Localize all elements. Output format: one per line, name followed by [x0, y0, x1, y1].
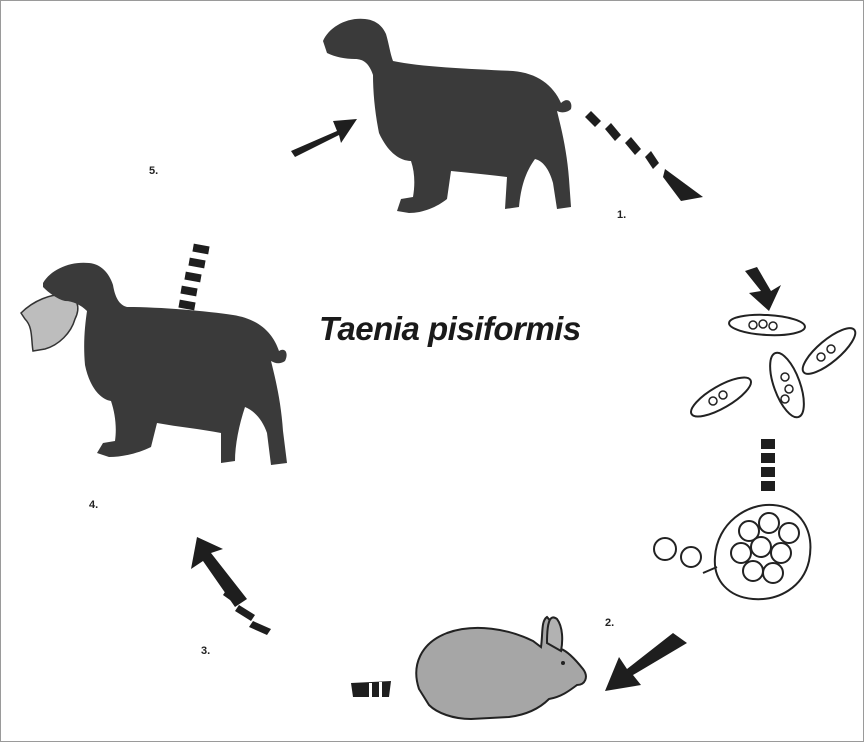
- step-label-1: 1.: [617, 209, 626, 221]
- step-label-2: 2.: [605, 617, 614, 629]
- dog-standing-icon: [323, 19, 571, 213]
- tapeworm-egg-icon: [686, 313, 861, 424]
- step-label-3: 3.: [201, 645, 210, 657]
- dog-with-rabbit-icon: [21, 263, 287, 465]
- diagram-title: Taenia pisiformis: [319, 310, 581, 348]
- rabbit-icon: [416, 617, 586, 719]
- caught-rabbit: [21, 295, 78, 351]
- cysticercus-cyst-icon: [654, 505, 810, 599]
- step-label-5: 5.: [149, 165, 158, 177]
- step-label-4: 4.: [89, 499, 98, 511]
